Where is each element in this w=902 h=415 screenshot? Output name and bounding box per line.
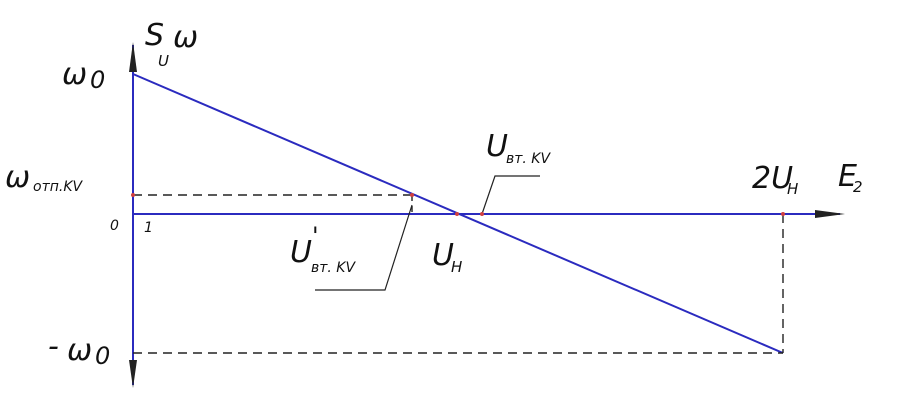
label-2un-sub: H: [787, 180, 798, 198]
label-omega-otp: ω: [5, 160, 30, 195]
label-omega0-sub: 0: [90, 66, 105, 94]
y-axis-label-s-sub: U: [158, 52, 169, 70]
label-un: U: [432, 238, 454, 273]
label-origin-zero: 0: [110, 218, 119, 234]
leader-u-vt-kv-prime: [315, 204, 413, 291]
x-axis-arrow: [815, 210, 845, 218]
label-neg-omega0-sub: 0: [95, 342, 110, 370]
label-u-vt-kv-sub: вт. KV: [506, 151, 551, 167]
y-axis-label-omega: ω: [173, 20, 198, 55]
label-neg-sign: -: [48, 329, 59, 364]
label-u-vt-kv-prime-sub: вт. KV: [311, 260, 356, 276]
marker-omega-otp: [131, 193, 135, 197]
label-un-sub: H: [451, 258, 462, 276]
marker-2un: [781, 212, 785, 216]
label-origin-one: 1: [144, 220, 153, 236]
label-x-axis-sub: 2: [853, 178, 863, 196]
label-u-vt-kv-prime-mark: ': [312, 222, 319, 250]
label-x-axis: E: [838, 159, 857, 194]
label-neg-omega0: ω: [67, 333, 92, 368]
marker-u-vt-kv-prime: [410, 193, 414, 197]
label-u-vt-kv: U: [486, 129, 508, 164]
label-u-vt-kv-prime: U: [290, 235, 312, 270]
leader-u-vt-kv: [481, 175, 540, 215]
marker-un: [455, 212, 459, 216]
y-axis-arrow-up: [129, 42, 137, 72]
label-omega-otp-sub: отп.KV: [33, 179, 84, 195]
y-axis-label-s: S: [145, 18, 164, 53]
label-2un: 2U: [752, 161, 793, 196]
y-axis-arrow-down: [129, 360, 137, 388]
marker-u-vt-kv: [480, 212, 484, 216]
label-omega0: ω: [62, 57, 87, 92]
